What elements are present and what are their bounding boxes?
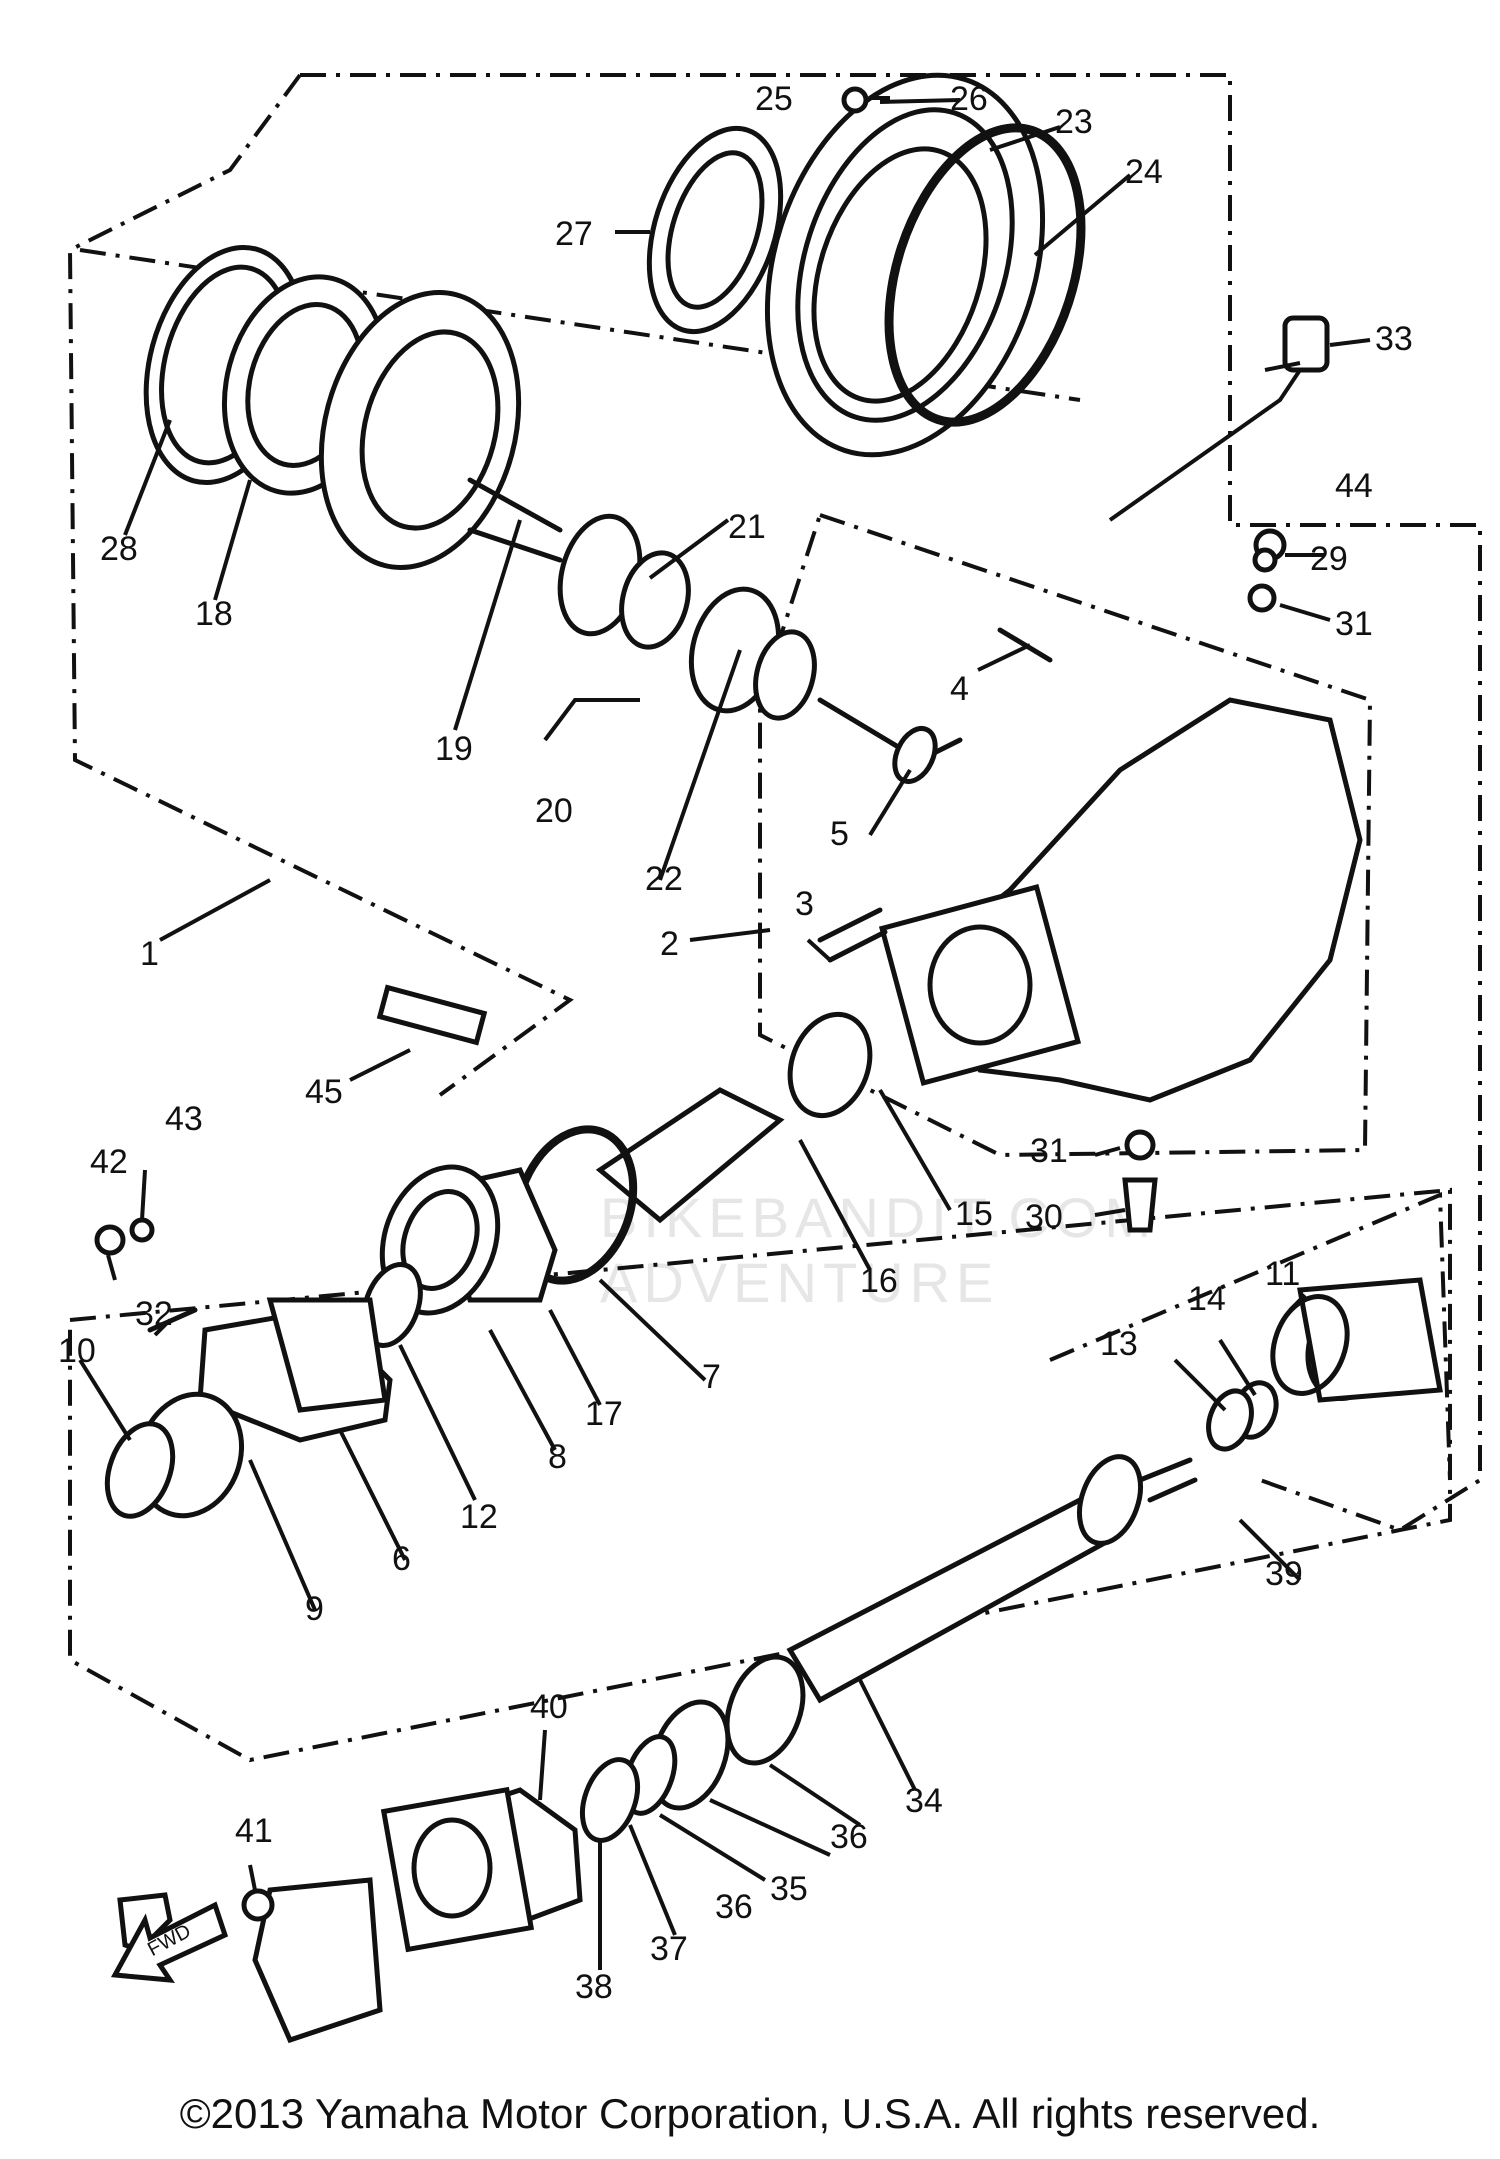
part-label-20: 20 (535, 792, 573, 830)
copyright-notice: ©2013 Yamaha Motor Corporation, U.S.A. A… (179, 2090, 1321, 2137)
part-label-45: 45 (305, 1073, 343, 1111)
part-label-6: 6 (392, 1540, 411, 1578)
leader-lines (78, 96, 1371, 1970)
part-label-41: 41 (235, 1812, 273, 1850)
part-label-24: 24 (1125, 153, 1163, 191)
part-label-27: 27 (555, 215, 593, 253)
part-label-44: 44 (1335, 467, 1373, 505)
part-label-42: 42 (90, 1143, 128, 1181)
part-label-21: 21 (728, 508, 766, 546)
part-label-31-bottom: 31 (1030, 1132, 1068, 1170)
part-label-35: 35 (770, 1870, 808, 1908)
pinion-assembly (94, 1011, 873, 1519)
part-label-17: 17 (585, 1395, 623, 1433)
part-labels: 1 2 3 4 5 6 7 8 9 10 11 12 13 14 15 16 1… (58, 80, 1413, 2006)
gear-housing (817, 315, 1363, 1233)
part-label-39: 39 (1265, 1555, 1303, 1593)
part-label-25: 25 (755, 80, 793, 118)
part-label-36-top: 36 (830, 1818, 868, 1856)
part-label-15: 15 (955, 1195, 993, 1233)
part-label-29: 29 (1310, 540, 1348, 578)
part-label-7: 7 (702, 1358, 721, 1396)
part-label-18: 18 (195, 595, 233, 633)
part-label-10: 10 (58, 1332, 96, 1370)
part-label-16: 16 (860, 1262, 898, 1300)
part-label-38: 38 (575, 1968, 613, 2006)
part-label-13: 13 (1100, 1325, 1138, 1363)
part-label-1: 1 (140, 935, 159, 973)
part-label-9: 9 (305, 1590, 324, 1628)
part-label-26: 26 (950, 80, 988, 118)
part-label-12: 12 (460, 1498, 498, 1536)
watermark: BIKEBANDIT.COM ADVENTURE (600, 1186, 1157, 1314)
part-label-4: 4 (950, 670, 969, 708)
part-label-32: 32 (135, 1295, 173, 1333)
part-label-34: 34 (905, 1782, 943, 1820)
part-label-23: 23 (1055, 103, 1093, 141)
ring-gear-assembly (143, 244, 817, 721)
part-label-36-bottom: 36 (715, 1888, 753, 1926)
part-label-19: 19 (435, 730, 473, 768)
part-label-8: 8 (548, 1438, 567, 1476)
part-label-40: 40 (530, 1688, 568, 1726)
cover-assembly (646, 72, 1086, 458)
drive-shaft-assembly (117, 1277, 1443, 2044)
part-label-14: 14 (1188, 1280, 1226, 1318)
part-label-2: 2 (660, 925, 679, 963)
part-label-43: 43 (165, 1100, 203, 1138)
part-label-5: 5 (830, 815, 849, 853)
part-label-30: 30 (1025, 1198, 1063, 1236)
part-label-33: 33 (1375, 320, 1413, 358)
part-label-37: 37 (650, 1930, 688, 1968)
part-label-3: 3 (795, 885, 814, 923)
part-label-22: 22 (645, 860, 683, 898)
part-label-11: 11 (1265, 1255, 1300, 1293)
part-label-28: 28 (100, 530, 138, 568)
name-plate (376, 984, 488, 1046)
part-label-31-top: 31 (1335, 605, 1373, 643)
